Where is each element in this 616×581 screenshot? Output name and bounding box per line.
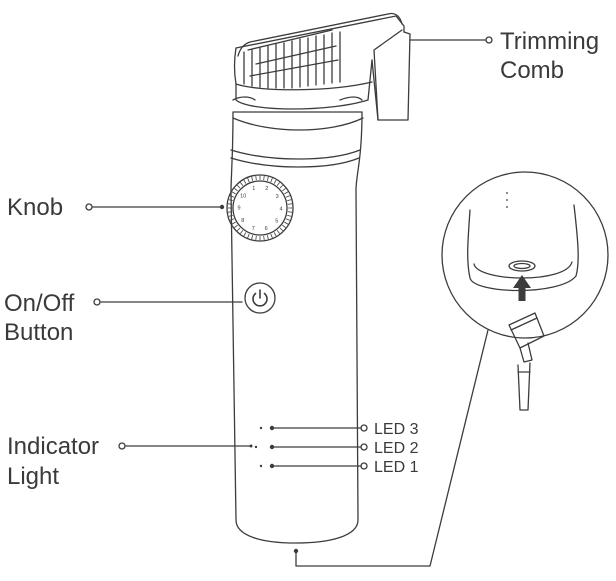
knob-grip-tick	[267, 236, 268, 239]
knob-grip-tick	[283, 189, 286, 191]
knob-grip-tick	[285, 222, 288, 224]
knob-grip-tick	[286, 219, 289, 220]
knob-grip-tick	[244, 233, 246, 236]
led-2-label: LED 2	[374, 440, 419, 457]
callout-lines	[86, 37, 492, 566]
knob: 1 2 34 5 6 7 89 10	[227, 175, 293, 241]
led-2-dot	[255, 446, 257, 448]
led-1-marker	[361, 463, 367, 469]
led-2-marker	[361, 444, 367, 450]
knob-grip-tick	[252, 236, 253, 239]
knob-grip-tick	[237, 185, 239, 187]
trimming-comb-marker	[486, 37, 492, 43]
knob-grip-tick	[244, 180, 246, 183]
trimming-comb-label-line2: Comb	[500, 57, 564, 84]
knob-grip-tick	[277, 183, 279, 186]
knob-grip-tick	[237, 228, 239, 230]
led-dots	[255, 427, 262, 467]
knob-dial-number: 10	[240, 193, 246, 199]
knob-grip-tick	[288, 215, 291, 216]
knob-dial-number: 8	[241, 218, 244, 224]
knob-grip-tick	[235, 189, 238, 191]
knob-grip-tick	[274, 180, 276, 183]
arrow-up-icon	[513, 275, 531, 301]
knob-grip-tick	[274, 233, 276, 236]
knob-grip-tick	[232, 222, 235, 224]
led-3-marker	[361, 425, 367, 431]
knob-grip-tick	[248, 234, 249, 237]
charging-port-inset	[442, 172, 608, 410]
knob-grip-tick	[267, 177, 268, 180]
knob-grip-tick	[241, 183, 243, 186]
trimming-comb-label-line1: Trimming	[500, 28, 599, 55]
knob-label: Knob	[7, 194, 63, 221]
knob-grip-tick	[285, 192, 288, 194]
knob-grip-tick	[280, 228, 282, 230]
knob-grip-tick	[252, 177, 253, 180]
led-1-label: LED 1	[374, 459, 419, 476]
knob-grip-tick	[283, 225, 286, 227]
power-icon	[253, 290, 267, 306]
knob-grip-tick	[235, 225, 238, 227]
knob-dial-number: 9	[237, 206, 240, 212]
on-off-label-line2: Button	[4, 319, 73, 346]
led-3-dot	[260, 427, 262, 429]
knob-grip-tick	[286, 196, 289, 197]
knob-grip-tick	[248, 178, 249, 181]
indicator-marker	[119, 443, 125, 449]
led-1-dot	[260, 465, 262, 467]
charging-port	[514, 264, 530, 269]
on-off-marker	[94, 299, 100, 305]
knob-dial-number: 1	[252, 186, 255, 192]
trimming-comb	[233, 13, 410, 120]
knob-grip-tick	[229, 200, 232, 201]
inset-circle	[442, 172, 608, 338]
knob-dial-number: 3	[276, 194, 279, 200]
knob-dial-number: 5	[275, 219, 278, 225]
knob-grip-tick	[280, 185, 282, 187]
knob-dial-number: 4	[279, 206, 282, 212]
knob-grip-tick	[288, 200, 291, 201]
led-3-label: LED 3	[374, 421, 419, 438]
knob-grip-tick	[232, 192, 235, 194]
knob-dial-number: 6	[265, 226, 268, 232]
indicator-light-label-line2: Light	[7, 463, 59, 490]
usb-cable	[509, 313, 544, 410]
on-off-label-line1: On/Off	[4, 290, 75, 317]
knob-grip-tick	[271, 234, 272, 237]
knob-grip-tick	[271, 178, 272, 181]
knob-grip-tick	[277, 231, 279, 234]
knob-marker	[86, 204, 92, 210]
knob-dial-number: 2	[265, 186, 268, 192]
knob-dial-numbers: 1 2 34 5 6 7 89 10	[237, 186, 282, 232]
labels: Trimming Comb Knob On/Off Button Indicat…	[4, 28, 599, 490]
knob-dial-number: 7	[252, 226, 255, 232]
indicator-light-label-line1: Indicator	[7, 433, 99, 460]
on-off-button-graphic	[245, 283, 275, 313]
knob-grip-tick	[241, 231, 243, 234]
